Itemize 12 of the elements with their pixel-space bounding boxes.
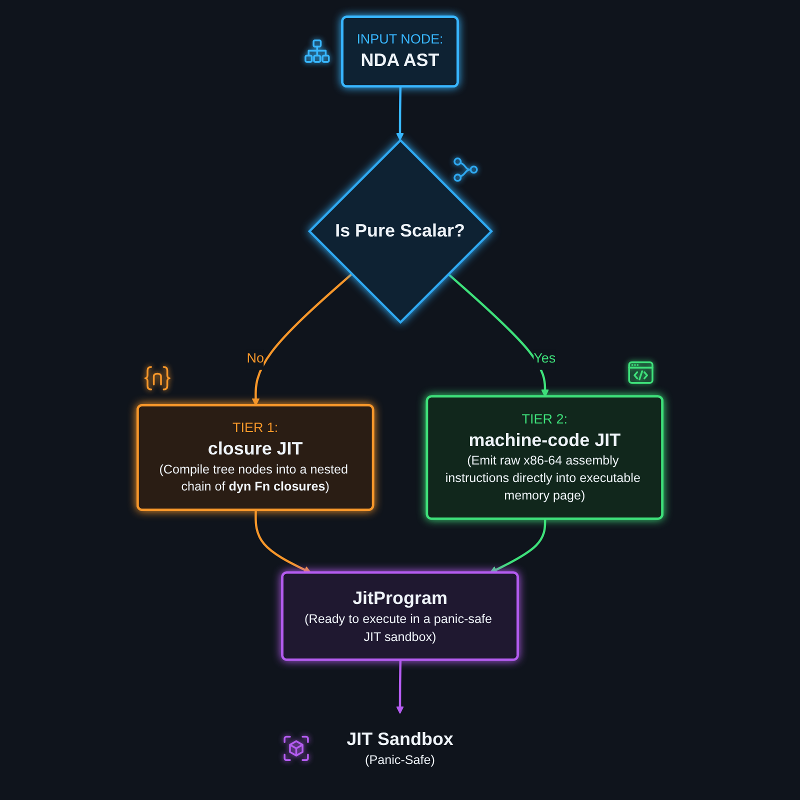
- process-box: TIER 1: closure JIT (Compile tree nodes into a nested chain of dyn Fn closures): [136, 404, 374, 511]
- process-box: TIER 2: machine-code JIT (Emit raw x86-64 assembly instructions directly into executable memory page): [426, 395, 664, 520]
- process-box: JitProgram (Ready to execute in a panic-safe JIT sandbox): [281, 571, 519, 661]
- terminal-label: JIT Sandbox (Panic-Safe): [346, 730, 454, 767]
- arrow: [396, 86, 404, 141]
- decision-diamond: Is Pure Scalar?: [308, 138, 494, 324]
- arrow: [396, 660, 404, 714]
- arrow: [448, 273, 549, 398]
- arrow: [254, 510, 312, 574]
- arrow: [489, 519, 546, 574]
- arrow: [252, 273, 352, 406]
- input-box: INPUT NODE: NDA AST: [341, 16, 459, 88]
